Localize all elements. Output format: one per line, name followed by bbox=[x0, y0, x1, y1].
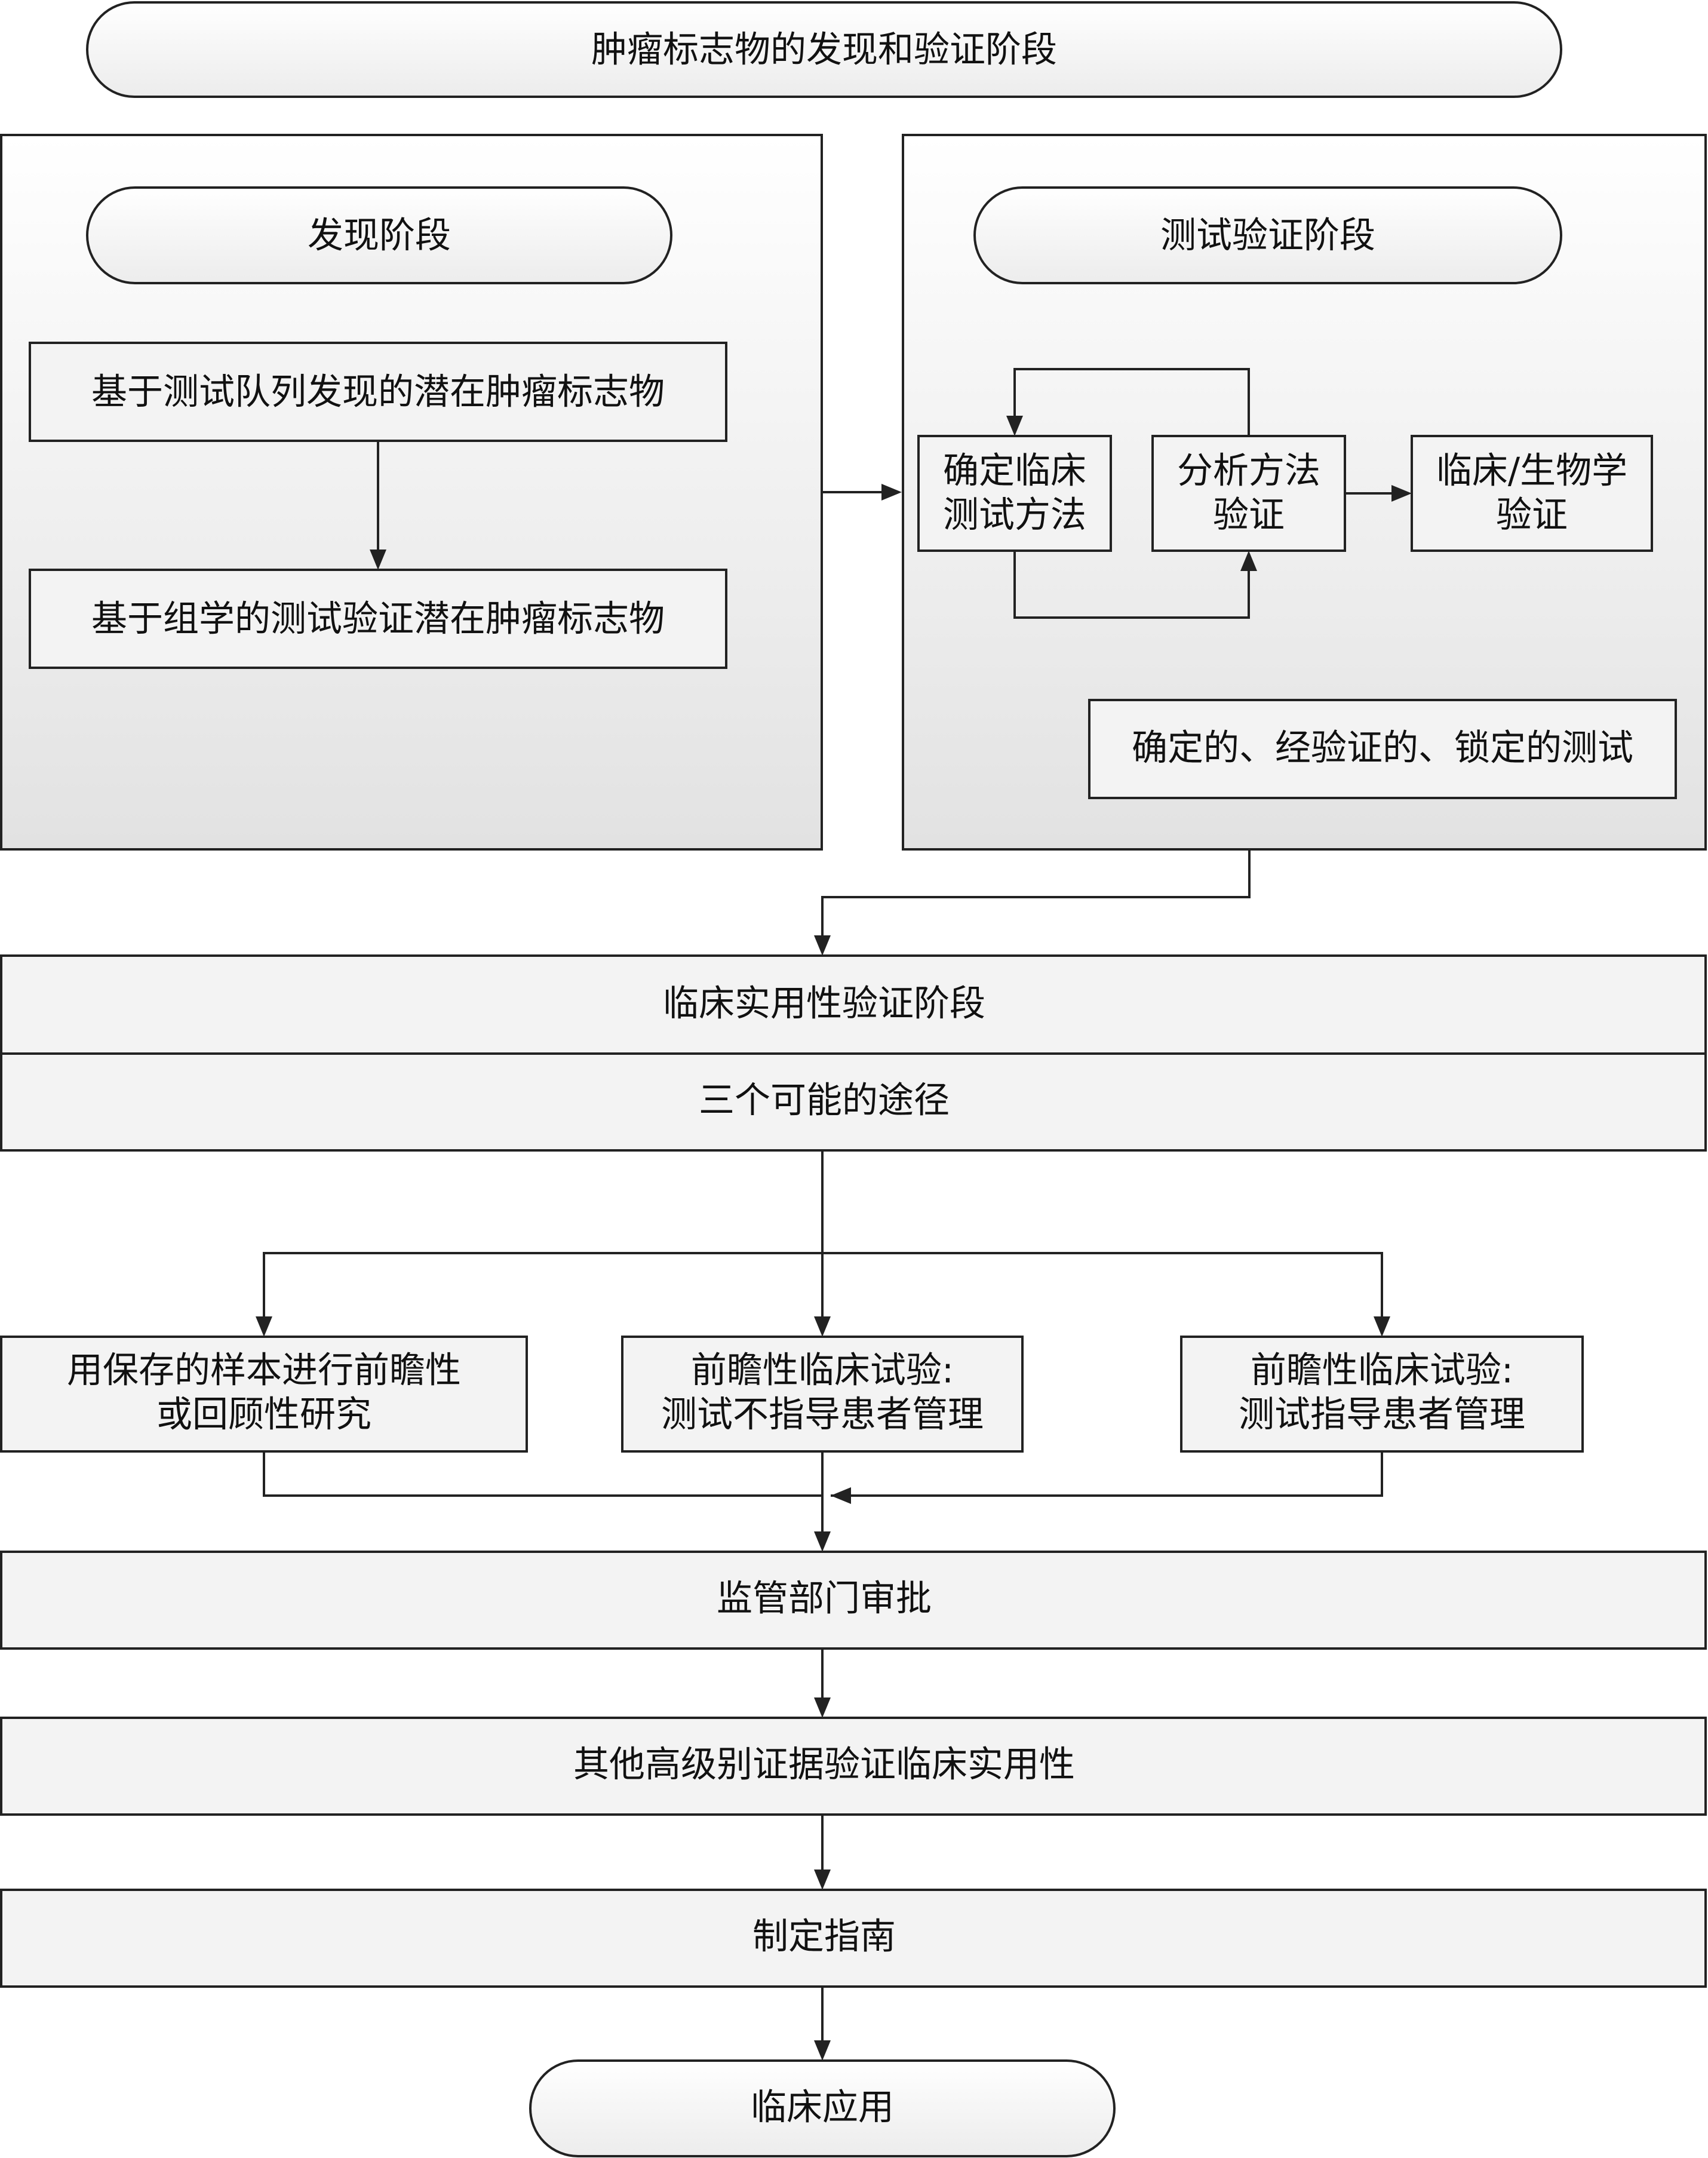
svg-text:前瞻性临床试验:: 前瞻性临床试验: bbox=[691, 1350, 954, 1392]
path-trial-guiding-box: 前瞻性临床试验: 测试指导患者管理 bbox=[1180, 1336, 1584, 1453]
svg-text:测试方法: 测试方法 bbox=[943, 495, 1086, 536]
svg-text:验证: 验证 bbox=[1496, 495, 1568, 536]
diagram-title: 肿瘤标志物的发现和验证阶段 bbox=[86, 1, 1562, 98]
arrowhead-down bbox=[1374, 1316, 1390, 1337]
discovery-step-omics: 基于组学的测试验证潜在肿瘤标志物 bbox=[29, 569, 727, 669]
svg-text:临床应用: 临床应用 bbox=[751, 2087, 894, 2129]
svg-text:确定临床: 确定临床 bbox=[943, 450, 1086, 492]
validation-stage-pill: 测试验证阶段 bbox=[973, 186, 1562, 284]
arrowhead-down bbox=[370, 550, 386, 570]
connector-loop-top bbox=[1013, 368, 1250, 436]
clinical-bio-validation-box: 临床/生物学 验证 bbox=[1411, 435, 1653, 552]
svg-text:或回顾性研究: 或回顾性研究 bbox=[156, 1394, 371, 1436]
connector-paths-branch bbox=[263, 1252, 1383, 1328]
discovery-step-cohort: 基于测试队列发现的潜在肿瘤标志物 bbox=[29, 342, 727, 442]
further-evidence-box: 其他高级别证据验证临床实用性 bbox=[0, 1717, 1707, 1816]
arrowhead-down bbox=[814, 1697, 831, 1718]
svg-text:监管部门审批: 监管部门审批 bbox=[717, 1578, 932, 1620]
arrowhead-down bbox=[814, 2040, 831, 2061]
svg-text:确定的、经验证的、锁定的测试: 确定的、经验证的、锁定的测试 bbox=[1132, 727, 1633, 769]
svg-text:其他高级别证据验证临床实用性: 其他高级别证据验证临床实用性 bbox=[573, 1744, 1075, 1786]
svg-text:发现阶段: 发现阶段 bbox=[308, 215, 451, 257]
arrowhead-down bbox=[814, 1316, 831, 1337]
connector-path3-merge bbox=[831, 1451, 1383, 1497]
connector-loop-bottom bbox=[1013, 551, 1250, 619]
utility-stage-header: 临床实用性验证阶段 bbox=[0, 954, 1707, 1055]
three-paths-header: 三个可能的途径 bbox=[0, 1052, 1707, 1152]
connector-validation-to-utility bbox=[821, 849, 1251, 947]
locked-test-box: 确定的、经验证的、锁定的测试 bbox=[1088, 699, 1677, 799]
arrowhead-down bbox=[814, 1531, 831, 1552]
arrowhead-down bbox=[814, 935, 831, 956]
svg-text:肿瘤标志物的发现和验证阶段: 肿瘤标志物的发现和验证阶段 bbox=[591, 29, 1057, 71]
svg-text:三个可能的途径: 三个可能的途径 bbox=[699, 1080, 950, 1122]
svg-text:测试验证阶段: 测试验证阶段 bbox=[1160, 215, 1375, 257]
arrowhead-right bbox=[881, 484, 902, 501]
svg-text:临床/生物学: 临床/生物学 bbox=[1436, 450, 1627, 492]
svg-text:测试指导患者管理: 测试指导患者管理 bbox=[1239, 1394, 1525, 1436]
arrowhead-down bbox=[1006, 416, 1023, 436]
regulatory-approval-box: 监管部门审批 bbox=[0, 1551, 1707, 1650]
path-trial-not-guiding-box: 前瞻性临床试验: 测试不指导患者管理 bbox=[621, 1336, 1024, 1453]
svg-text:前瞻性临床试验:: 前瞻性临床试验: bbox=[1251, 1350, 1513, 1392]
connector-path1-merge bbox=[263, 1451, 822, 1497]
arrowhead-up bbox=[1240, 551, 1257, 571]
arrowhead-down bbox=[814, 1870, 831, 1890]
svg-text:验证: 验证 bbox=[1213, 495, 1285, 536]
arrowhead-right bbox=[1391, 485, 1412, 502]
discovery-stage-pill: 发现阶段 bbox=[86, 186, 672, 284]
arrowhead-left bbox=[831, 1487, 851, 1504]
guideline-box: 制定指南 bbox=[0, 1889, 1707, 1988]
svg-text:制定指南: 制定指南 bbox=[752, 1916, 896, 1958]
clinical-application-pill: 临床应用 bbox=[529, 2059, 1116, 2157]
svg-text:分析方法: 分析方法 bbox=[1177, 450, 1320, 492]
svg-text:基于组学的测试验证潜在肿瘤标志物: 基于组学的测试验证潜在肿瘤标志物 bbox=[91, 598, 665, 640]
svg-text:基于测试队列发现的潜在肿瘤标志物: 基于测试队列发现的潜在肿瘤标志物 bbox=[91, 372, 665, 413]
determine-method-box: 确定临床 测试方法 bbox=[917, 435, 1112, 552]
svg-text:临床实用性验证阶段: 临床实用性验证阶段 bbox=[663, 983, 985, 1025]
path-retrospective-box: 用保存的样本进行前瞻性 或回顾性研究 bbox=[0, 1336, 528, 1453]
analytical-validation-box: 分析方法 验证 bbox=[1151, 435, 1346, 552]
arrowhead-down bbox=[256, 1316, 272, 1337]
svg-text:测试不指导患者管理: 测试不指导患者管理 bbox=[661, 1394, 984, 1436]
svg-text:用保存的样本进行前瞻性: 用保存的样本进行前瞻性 bbox=[67, 1350, 461, 1392]
